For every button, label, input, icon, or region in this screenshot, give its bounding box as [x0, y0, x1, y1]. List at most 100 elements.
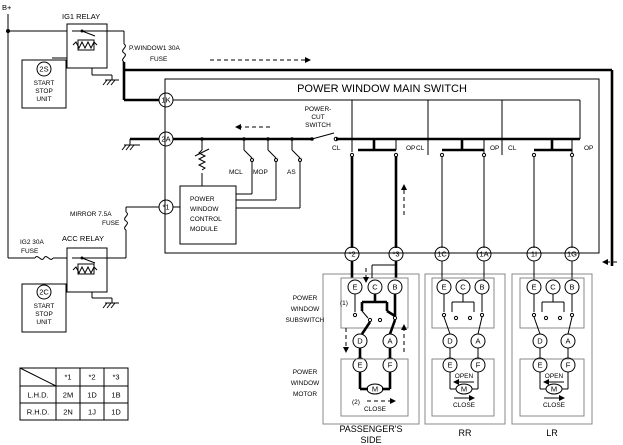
rr-terminal-e: E	[441, 283, 446, 292]
cl-label-1: CL	[332, 145, 341, 152]
mirror-fuse-word: FUSE	[102, 220, 120, 227]
terminal-star3: *3	[392, 250, 399, 259]
psg-motor-symbol: M	[372, 385, 378, 394]
lr-close-label: CLOSE	[543, 402, 566, 409]
ssu-top-line2: STOP	[35, 88, 53, 95]
lr-terminal-a: A	[565, 337, 570, 346]
rr-terminal-e2: E	[447, 361, 452, 370]
subswitch-line3: SUBSWITCH	[286, 317, 325, 324]
main-switch-title: POWER WINDOW MAIN SWITCH	[297, 83, 467, 95]
lr-terminal-d: D	[537, 337, 543, 346]
terminal-star1: *1	[162, 203, 169, 212]
pw-control-module	[179, 185, 237, 245]
lr-terminal-e2: E	[537, 361, 542, 370]
op-label-1: OP	[406, 145, 415, 152]
terminal-star2: *2	[348, 250, 355, 259]
module-line4: MODULE	[190, 226, 218, 233]
ig2-fuse-label: IG2 30A	[20, 239, 45, 246]
ssu-bottom-line1: START	[34, 303, 55, 310]
lr-label: LR	[546, 428, 558, 438]
ssu-bottom-line3: UNIT	[36, 319, 51, 326]
mirror-fuse: MIRROR 7.5A FUSE	[70, 206, 159, 259]
terminal-1c: 1C	[437, 250, 447, 259]
main-switch-box: POWER WINDOW MAIN SWITCH 1K 2A POWER- CU…	[121, 78, 600, 254]
ig2-fuse: IG2 30A FUSE	[20, 239, 67, 260]
module-line1: POWER	[190, 196, 215, 203]
power-cut-line2: CUT	[311, 114, 324, 121]
power-cut-line1: POWER-	[305, 106, 332, 113]
main-switch-rr: CL OP	[416, 139, 499, 248]
start-stop-unit-top: 2S START STOP UNIT	[21, 59, 67, 109]
motor-line3: MOTOR	[293, 391, 317, 398]
ssu-top-line1: START	[34, 80, 55, 87]
table-cell: 1D	[87, 391, 97, 400]
subswitch-line1: POWER	[293, 295, 318, 302]
step-2-label: (2)	[352, 399, 360, 406]
passenger-side-line2: SIDE	[360, 435, 381, 445]
battery-feed: B+	[2, 3, 67, 259]
table-row-rhd-name: R.H.D.	[27, 408, 50, 417]
pwindow-fuse: P.WINDOW1 30A FUSE	[107, 30, 614, 266]
terminal-1a: 1A	[479, 250, 488, 259]
rr-terminal-b: B	[479, 283, 484, 292]
acc-relay: ACC RELAY	[52, 234, 119, 309]
ig1-relay: IG1 RELAY	[52, 12, 119, 86]
psg-terminal-e2: E	[357, 361, 362, 370]
connector-table: *1 *2 *3 L.H.D. 2M 1D 1B R.H.D. 2N 1J 1D	[19, 367, 129, 421]
terminal-2c: 2C	[39, 288, 49, 297]
battery-label: B+	[2, 3, 12, 12]
subswitch-motor-labels: POWER WINDOW SUBSWITCH POWER WINDOW MOTO…	[286, 295, 325, 398]
psg-terminal-f: F	[388, 361, 393, 370]
table-cell: 2N	[63, 408, 73, 417]
rr-unit: E C B D A E F M OPEN CLO	[424, 261, 506, 438]
as-label: AS	[287, 169, 296, 176]
rr-close-label: CLOSE	[453, 402, 476, 409]
table-row-lhd-name: L.H.D.	[27, 391, 48, 400]
psg-terminal-a: A	[387, 337, 392, 346]
passenger-side-unit: E C B (1) D A E F	[322, 261, 420, 445]
table-cell: 1D	[111, 408, 121, 417]
mirror-fuse-label: MIRROR 7.5A	[70, 211, 112, 218]
psg-close-label: CLOSE	[364, 406, 387, 413]
rr-terminal-a: A	[475, 337, 480, 346]
rr-terminal-f: F	[476, 361, 481, 370]
mcl-switch: MCL	[229, 139, 254, 194]
op-label-3: OP	[584, 145, 593, 152]
module-line3: CONTROL	[190, 216, 222, 223]
cl-label-2: CL	[416, 145, 425, 152]
lr-terminal-c: C	[550, 283, 556, 292]
rr-terminal-c: C	[460, 283, 466, 292]
rr-terminal-d: D	[447, 337, 453, 346]
psg-terminal-c: C	[372, 283, 378, 292]
psg-terminal-d: D	[357, 337, 363, 346]
rr-motor-symbol: M	[461, 385, 467, 394]
lr-terminal-b: B	[569, 283, 574, 292]
terminal-1k: 1K	[161, 96, 170, 105]
motor-line2: WINDOW	[291, 380, 320, 387]
table-header-3: *3	[112, 373, 119, 382]
lr-unit: E C B D A E F M OPEN CLO	[511, 261, 593, 438]
terminal-1i: 1I	[531, 250, 537, 259]
motor-line1: POWER	[293, 369, 318, 376]
rr-label: RR	[459, 428, 472, 438]
start-stop-unit-bottom: 2C START STOP UNIT	[21, 283, 67, 333]
terminal-2a: 2A	[161, 135, 170, 144]
passenger-side-line1: PASSENGER'S	[339, 424, 402, 434]
psg-terminal-e: E	[352, 283, 357, 292]
main-switch-lower-terminals: *2 *3 1C 1A 1I 1G	[344, 246, 580, 262]
power-cut-line3: SWITCH	[305, 122, 331, 129]
table-cell: 2M	[63, 391, 73, 400]
subswitch-line2: WINDOW	[291, 306, 320, 313]
ig2-fuse-word: FUSE	[21, 248, 39, 255]
ssu-top-line3: UNIT	[36, 96, 51, 103]
pwindow-fuse-word: FUSE	[150, 56, 168, 63]
table-cell: 1B	[111, 391, 120, 400]
lr-open-label: OPEN	[545, 373, 564, 380]
main-switch-lr: CL OP	[501, 139, 593, 248]
acc-relay-label: ACC RELAY	[62, 234, 104, 243]
cl-label-3: CL	[508, 145, 517, 152]
mop-label: MOP	[253, 169, 268, 176]
as-switch: AS	[287, 139, 302, 208]
